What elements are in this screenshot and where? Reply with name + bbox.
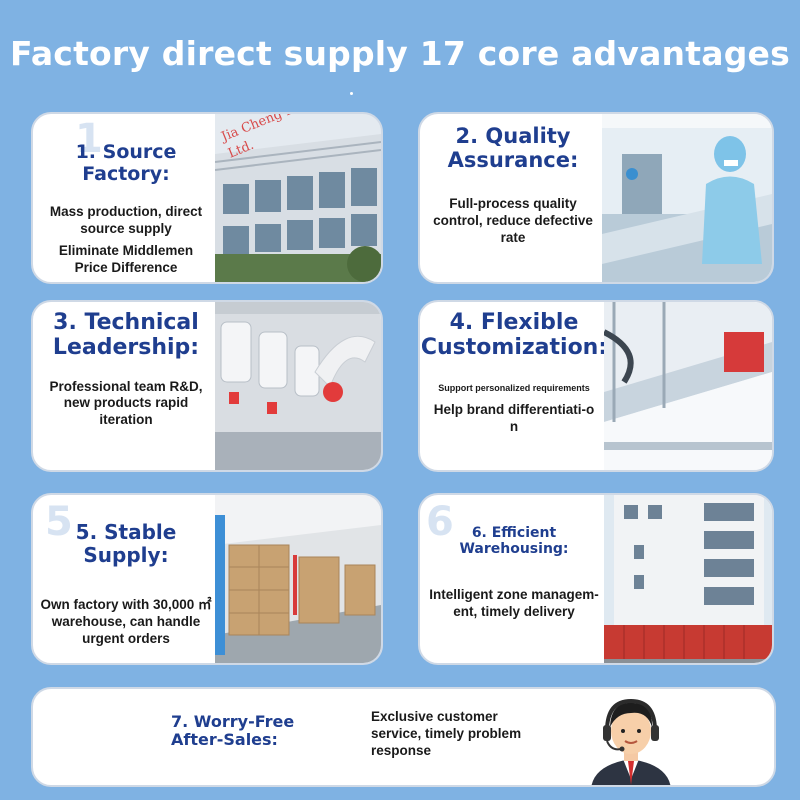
- card-heading: 3. Technical Leadership:: [52, 310, 200, 361]
- ghost-number-5: 5: [45, 499, 73, 545]
- conveyor-photo: [604, 302, 772, 470]
- card-line: Intelligent zone managem-ent, timely del…: [429, 587, 599, 620]
- card-heading: 2. Quality Assurance:: [447, 124, 579, 173]
- card-line: Help brand differentiati-on: [433, 401, 595, 434]
- ghost-number-6: 6: [426, 499, 454, 545]
- card-after-sales: 7. Worry-Free After-Sales: Exclusive cus…: [31, 687, 776, 787]
- card-line: Own factory with 30,000 ㎡ warehouse, can…: [40, 597, 212, 646]
- building-container-photo: [604, 495, 772, 663]
- card-flexible-customization: 4. Flexible Customization: Support perso…: [418, 300, 774, 472]
- factory-building-photo: [215, 114, 381, 282]
- card-line: Support personalized requirements: [438, 382, 590, 393]
- card-line: Mass production, direct source supply: [49, 203, 203, 236]
- robot-arm-photo: [215, 302, 381, 470]
- customer-service-agent-icon: [581, 689, 681, 785]
- card-heading: 4. Flexible Customization:: [420, 310, 608, 361]
- page-title: Factory direct supply 17 core advantages: [10, 34, 790, 73]
- card-heading: 5. Stable Supply:: [75, 520, 177, 567]
- quality-lab-photo: [602, 114, 772, 282]
- card-heading: 7. Worry-Free After-Sales:: [171, 712, 295, 750]
- card-stable-supply: 5 5. Stable Supply: Own factory with 30,…: [31, 493, 383, 665]
- card-text: 6. Efficient Warehousing: Intelligent zo…: [420, 495, 608, 663]
- card-heading: 1. Source Factory:: [75, 141, 177, 185]
- card-line: Eliminate Middlemen Price Difference: [58, 243, 194, 276]
- ghost-number-1: 1: [75, 116, 103, 162]
- warehouse-photo: [215, 495, 381, 663]
- card-quality-assurance: 2. Quality Assurance: Full-process quali…: [418, 112, 774, 284]
- card-heading: 6. Efficient Warehousing:: [459, 525, 569, 558]
- card-text: 2. Quality Assurance: Full-process quali…: [420, 114, 606, 282]
- card-technical-leadership: 3. Technical Leadership: Professional te…: [31, 300, 383, 472]
- card-text: 4. Flexible Customization: Support perso…: [420, 302, 608, 470]
- card-line: Full-process quality control, reduce def…: [433, 196, 593, 246]
- card-text: 3. Technical Leadership: Professional te…: [33, 302, 219, 470]
- card-line: Professional team R&D, new products rapi…: [49, 378, 203, 428]
- decorative-dot: [350, 92, 353, 95]
- card-text: 1. Source Factory: Mass production, dire…: [33, 114, 219, 282]
- card-source-factory: 1 1. Source Factory: Mass production, di…: [31, 112, 383, 284]
- card-efficient-warehousing: 6 6. Efficient Warehousing: Intelligent …: [418, 493, 774, 665]
- card-text: 5. Stable Supply: Own factory with 30,00…: [33, 495, 219, 663]
- card-line: Exclusive customer service, timely probl…: [371, 709, 522, 758]
